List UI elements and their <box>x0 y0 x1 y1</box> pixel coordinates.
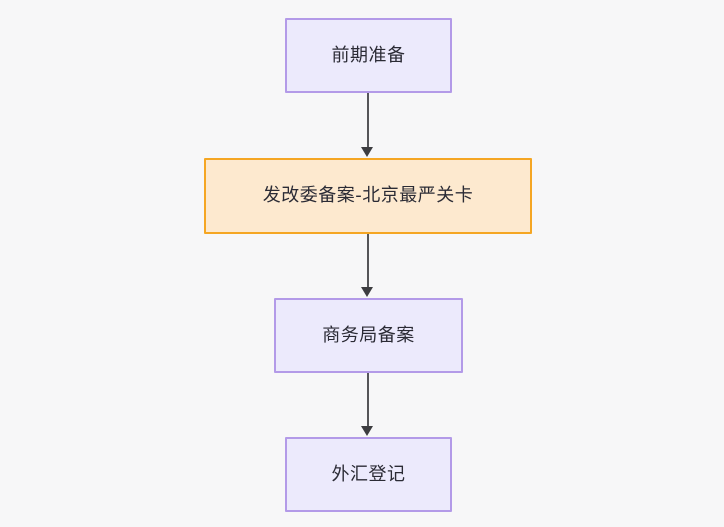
flow-node-forex[interactable]: 外汇登记 <box>285 437 452 512</box>
flow-node-prep[interactable]: 前期准备 <box>285 18 452 93</box>
flow-edge-ndrc-to-commerce-arrowhead-icon <box>361 287 373 297</box>
flow-edge-commerce-to-forex-line <box>367 373 369 427</box>
flow-edge-commerce-to-forex-arrowhead-icon <box>361 426 373 436</box>
flow-node-label: 商务局备案 <box>322 324 415 346</box>
flow-edge-prep-to-ndrc-arrowhead-icon <box>361 147 373 157</box>
flow-node-label: 前期准备 <box>331 44 406 66</box>
flow-edge-prep-to-ndrc-line <box>367 93 369 148</box>
flow-node-label: 外汇登记 <box>331 463 406 485</box>
flow-node-ndrc[interactable]: 发改委备案-北京最严关卡 <box>204 158 532 234</box>
flow-edge-ndrc-to-commerce-line <box>367 234 369 288</box>
flow-node-label: 发改委备案-北京最严关卡 <box>262 185 474 207</box>
flow-node-commerce[interactable]: 商务局备案 <box>274 298 463 373</box>
